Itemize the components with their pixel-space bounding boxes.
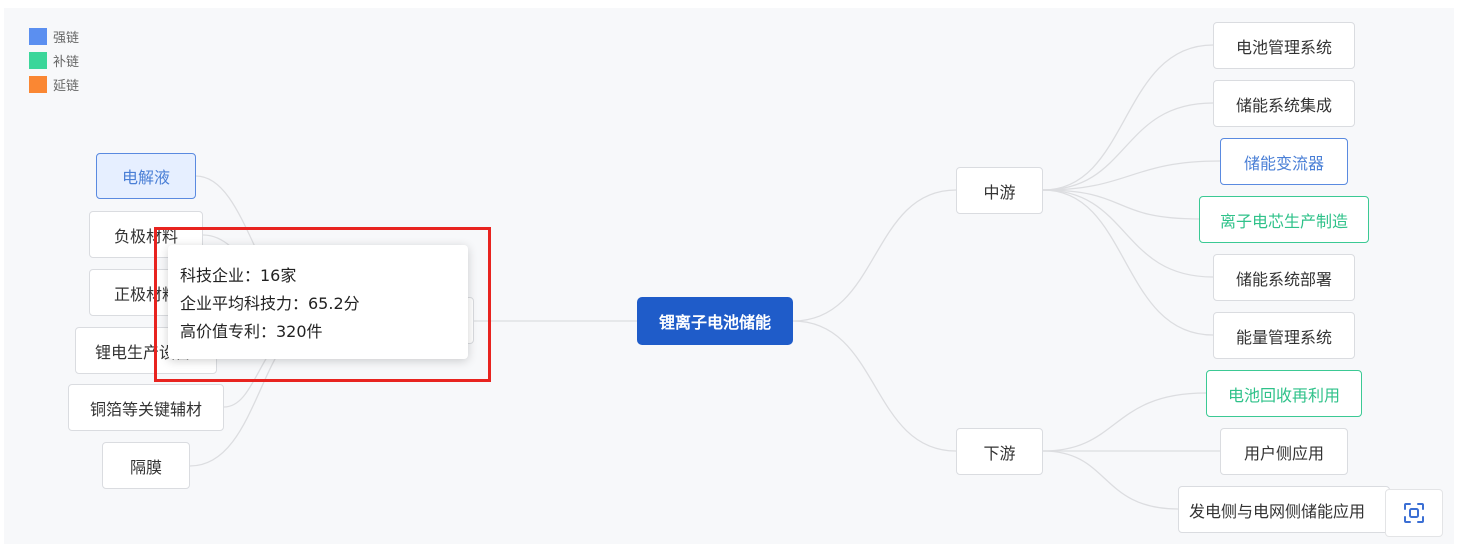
tooltip-line-avg-score: 企业平均科技力：65.2分 <box>180 294 360 313</box>
legend: 强链 补链 延链 <box>29 24 79 96</box>
legend-swatch-blue <box>29 27 47 45</box>
tooltip-line-patents: 高价值专利：320件 <box>180 322 323 341</box>
node-downstream-item[interactable]: 电池回收再利用 <box>1206 370 1362 417</box>
node-midstream-item[interactable]: 储能变流器 <box>1220 138 1348 185</box>
legend-item-extend-chain[interactable]: 延链 <box>29 72 79 96</box>
node-tooltip: 科技企业：16家 企业平均科技力：65.2分 高价值专利：320件 <box>168 245 468 359</box>
node-midstream-item[interactable]: 储能系统集成 <box>1213 80 1355 127</box>
node-upstream-item[interactable]: 负极材料 <box>89 211 203 258</box>
node-upstream-item[interactable]: 铜箔等关键辅材 <box>68 384 224 431</box>
legend-item-strong-chain[interactable]: 强链 <box>29 24 79 48</box>
fit-view-icon <box>1404 503 1424 523</box>
legend-label: 延链 <box>53 78 80 94</box>
node-downstream[interactable]: 下游 <box>956 428 1043 475</box>
node-downstream-item[interactable]: 用户侧应用 <box>1220 428 1348 475</box>
node-midstream-item[interactable]: 能量管理系统 <box>1213 312 1355 359</box>
node-upstream-item[interactable]: 隔膜 <box>102 442 190 489</box>
legend-label: 补链 <box>53 54 80 70</box>
node-midstream[interactable]: 中游 <box>956 167 1043 214</box>
legend-item-fill-chain[interactable]: 补链 <box>29 48 79 72</box>
legend-label: 强链 <box>53 30 80 46</box>
node-root[interactable]: 锂离子电池储能 <box>637 297 793 345</box>
fit-view-button[interactable] <box>1385 489 1443 537</box>
highlight-box <box>154 227 491 382</box>
legend-swatch-green <box>29 51 47 69</box>
node-downstream-item[interactable]: 发电侧与电网侧储能应用 <box>1178 486 1390 533</box>
node-midstream-item[interactable]: 储能系统部署 <box>1213 254 1355 301</box>
tooltip-line-companies: 科技企业：16家 <box>180 266 297 285</box>
node-upstream-item[interactable]: 电解液 <box>96 153 196 199</box>
node-midstream-item[interactable]: 离子电芯生产制造 <box>1199 196 1369 243</box>
node-midstream-item[interactable]: 电池管理系统 <box>1213 22 1355 69</box>
legend-swatch-orange <box>29 75 47 93</box>
